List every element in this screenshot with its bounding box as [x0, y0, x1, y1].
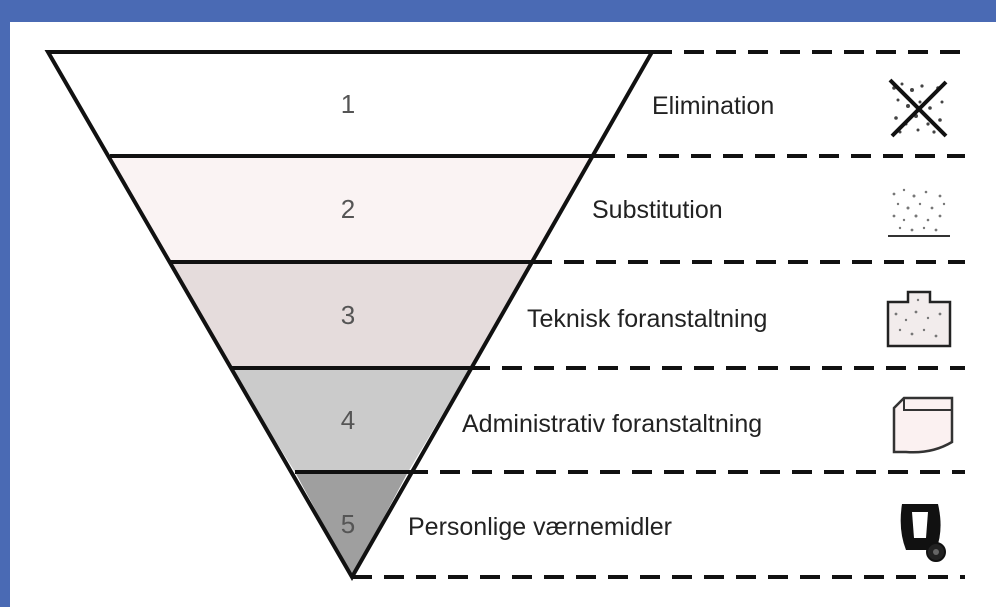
document-sheet-icon — [892, 396, 954, 454]
level-number-3: 3 — [341, 300, 355, 330]
level-label-3: Teknisk foranstaltning — [527, 305, 767, 333]
dust-particles-icon — [888, 188, 950, 237]
level-label-2: Substitution — [592, 196, 723, 224]
level-band-4 — [230, 368, 470, 472]
level-band-3 — [170, 262, 532, 368]
level-label-4: Administrativ foranstaltning — [462, 410, 762, 438]
level-number-1: 1 — [341, 89, 355, 119]
respirator-mask-icon — [900, 504, 946, 562]
level-number-2: 2 — [341, 194, 355, 224]
level-number-4: 4 — [341, 405, 355, 435]
level-band-1 — [48, 52, 652, 156]
level-number-5: 5 — [341, 509, 355, 539]
crossed-out-dust-icon — [888, 78, 948, 138]
enclosure-box-icon — [886, 290, 952, 348]
level-label-1: Elimination — [652, 92, 774, 120]
level-band-2 — [110, 156, 595, 262]
level-band-5 — [295, 472, 408, 577]
level-label-5: Personlige værnemidler — [408, 513, 672, 541]
triangle-outline — [44, 50, 656, 582]
